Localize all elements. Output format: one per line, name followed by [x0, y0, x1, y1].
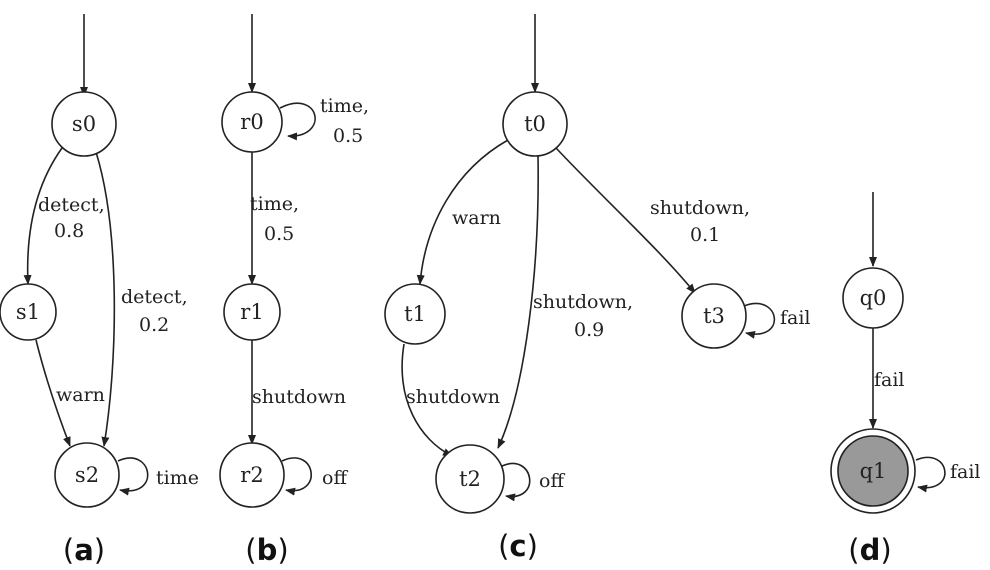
edge-t1-t2 — [401, 343, 453, 457]
edge-label-t0-t3-line1: shutdown, — [650, 197, 750, 219]
edge-label-r1-r2: shutdown — [252, 386, 346, 408]
state-label-r0: r0 — [240, 110, 263, 134]
state-label-t0: t0 — [524, 112, 546, 136]
state-label-r1: r1 — [240, 300, 263, 324]
loop-label-q1: fail — [950, 461, 981, 483]
state-r2 — [219, 442, 285, 508]
loop-s2 — [117, 457, 149, 496]
loop-label-s2: time — [156, 467, 199, 489]
state-label-q1: q1 — [860, 459, 887, 483]
loop-t3 — [743, 302, 776, 339]
edge-t0-t2 — [497, 154, 539, 449]
edge-label-t0-t1: warn — [452, 207, 501, 229]
state-label-q0: q0 — [860, 286, 887, 310]
edge-label-t0-t3-line2: 0.1 — [690, 224, 720, 246]
loop-label-t2: off — [539, 470, 565, 492]
panel-label-c: (c) — [498, 529, 538, 563]
state-label-s0: s0 — [72, 112, 96, 136]
edge-label-s0-s2-line2: 0.2 — [139, 314, 169, 336]
state-label-s1: s1 — [16, 300, 40, 324]
edge-t0-t1 — [416, 139, 509, 285]
state-label-t2: t2 — [459, 467, 481, 491]
state-t2 — [435, 444, 505, 514]
state-s1 — [0, 283, 57, 341]
edge-label-t0-t2-line2: 0.9 — [574, 319, 604, 341]
state-t0 — [502, 91, 568, 157]
panel-c: t0 t1 t2 t3 warn shutdown, 0.9 shutdown,… — [384, 14, 811, 563]
edge-label-r0-r1-line1: time, — [250, 193, 299, 215]
edge-label-r0-r1-line2: 0.5 — [264, 223, 294, 245]
state-s2 — [54, 442, 120, 508]
panel-label-b: (b) — [245, 533, 288, 567]
state-label-r2: r2 — [240, 463, 263, 487]
state-t1 — [384, 283, 446, 345]
loop-label-t3: fail — [780, 307, 811, 329]
edge-label-s0-s1-line2: 0.8 — [54, 220, 84, 242]
panel-a: s0 s1 s2 detect, 0.8 detect, 0.2 warn ti… — [0, 14, 199, 567]
loop-label-r0-line1: time, — [320, 95, 369, 117]
state-label-t3: t3 — [703, 304, 725, 328]
edge-s1-s2 — [35, 339, 71, 447]
state-q0 — [842, 267, 904, 329]
state-t3 — [681, 283, 747, 349]
edge-label-q0-q1: fail — [874, 369, 905, 391]
state-r1 — [223, 283, 281, 341]
state-s0 — [51, 91, 117, 157]
panel-label-d: (d) — [848, 533, 891, 567]
edge-label-s0-s2-line1: detect, — [121, 286, 188, 308]
panel-b: r0 r1 r2 time, 0.5 time, 0.5 shutdown of… — [219, 14, 369, 567]
state-label-s2: s2 — [75, 463, 99, 487]
loop-t2 — [501, 462, 531, 502]
state-r0 — [221, 91, 283, 153]
loop-r2 — [281, 457, 312, 496]
loop-label-r0-line2: 0.5 — [333, 125, 363, 147]
loop-q1 — [915, 456, 946, 493]
edge-t0-t3 — [555, 147, 696, 294]
edge-label-s0-s1-line1: detect, — [38, 194, 105, 216]
loop-label-r2: off — [322, 467, 348, 489]
edge-s0-s1 — [23, 147, 63, 285]
state-label-t1: t1 — [404, 302, 426, 326]
edge-label-t0-t2-line1: shutdown, — [533, 291, 633, 313]
state-q1 — [837, 435, 909, 507]
edge-label-s1-s2: warn — [56, 384, 105, 406]
loop-r0 — [279, 102, 316, 141]
edge-label-t1-t2: shutdown — [406, 386, 500, 408]
edge-s0-s2 — [95, 151, 116, 447]
panel-label-a: (a) — [63, 533, 105, 567]
panel-d: q0 q1 fail fail (d) — [830, 192, 981, 567]
